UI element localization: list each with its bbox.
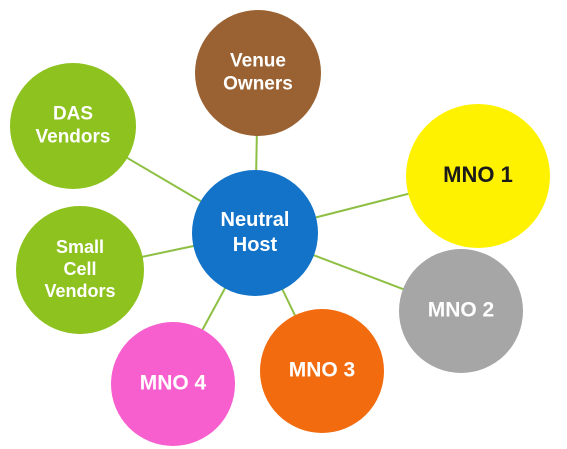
node-venue-owners-circle [195,10,321,136]
diagram-edges [125,133,411,332]
edge-hub-to-mno-2 [311,253,406,291]
node-mno-4-circle [111,322,235,446]
node-mno-2: MNO 2 [399,249,523,373]
edge-hub-to-mno-3 [280,287,297,318]
node-neutral-host-circle [192,170,318,296]
node-das-vendors-label-line-2: Vendors [36,127,111,148]
edge-hub-to-venue-owners [255,133,258,173]
node-small-cell-vendors-circle [16,206,144,334]
edge-hub-to-das-vendors [125,156,203,203]
node-neutral-host-label-line-2: Host [233,234,278,256]
edge-hub-to-mno-1 [313,192,411,219]
edge-hub-to-mno-4 [200,286,227,332]
node-mno-4: MNO 4 [111,322,235,446]
node-small-cell-vendors-label-line-3: Vendors [44,281,115,301]
node-mno-3: MNO 3 [260,309,384,433]
node-mno-3-label-line-1: MNO 3 [289,359,356,382]
node-mno-4-label-line-1: MNO 4 [140,372,207,395]
node-mno-2-label-line-1: MNO 2 [428,299,495,322]
node-mno-3-circle [260,309,384,433]
node-mno-1-label-line-1: MNO 1 [443,162,513,187]
node-venue-owners-label-line-1: Venue [230,51,286,72]
node-das-vendors-label-line-1: DAS [53,104,93,125]
edge-hub-to-small-cell-vendors [140,244,196,259]
node-neutral-host-label-line-1: Neutral [221,209,290,231]
node-small-cell-vendors-label-line-1: Small [56,237,104,257]
node-small-cell-vendors-label-line-2: Cell [63,259,96,279]
node-das-vendors-circle [10,63,136,189]
node-mno-2-circle [399,249,523,373]
node-mno-1: MNO 1 [406,104,550,248]
node-venue-owners-label-line-2: Owners [223,74,293,95]
node-mno-1-circle [406,104,550,248]
